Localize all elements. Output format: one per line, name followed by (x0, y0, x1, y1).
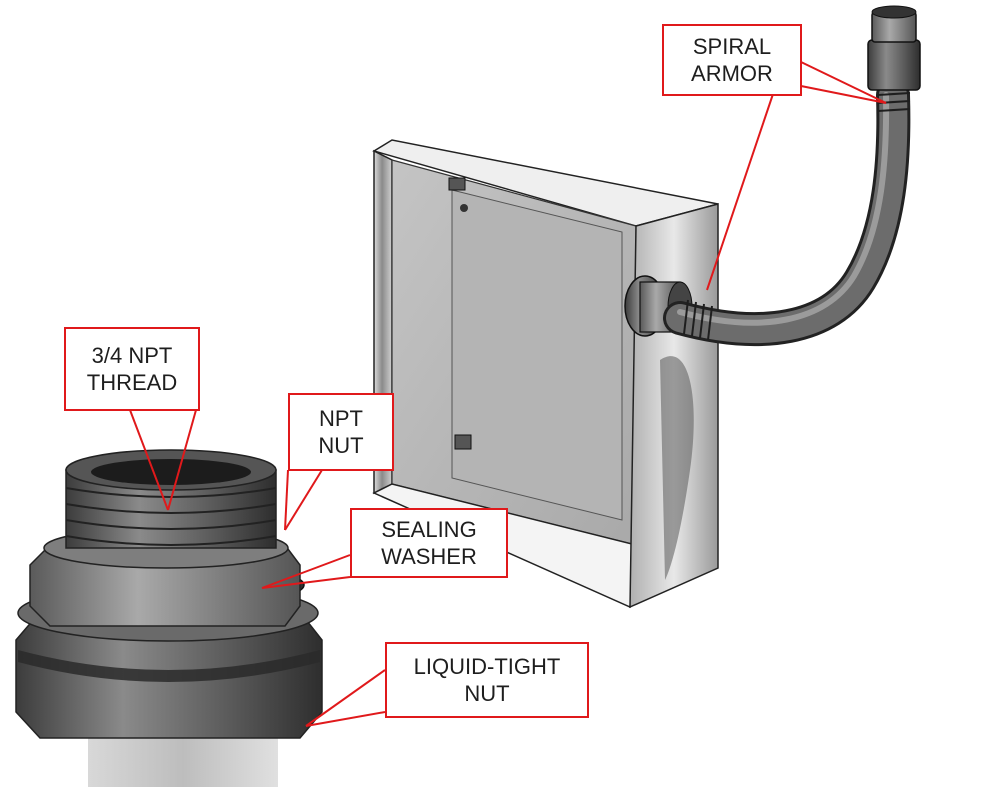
callout-line: LIQUID-TIGHT (413, 654, 561, 679)
callout-line: SEALING (381, 517, 477, 542)
callout-liquid-tight-nut: LIQUID-TIGHT NUT (385, 642, 589, 718)
callout-spiral-armor: SPIRAL ARMOR (662, 24, 802, 96)
standoff-icon (454, 434, 472, 450)
callout-line: NUT (318, 433, 364, 458)
spiral-conduit (663, 5, 921, 347)
callout-line: NUT (464, 681, 510, 706)
callout-line: ARMOR (691, 61, 773, 86)
standoff-icon (448, 177, 468, 212)
callout-npt-thread: 3/4 NPT THREAD (64, 327, 200, 411)
callout-line: SPIRAL (692, 34, 772, 59)
callout-line: 3/4 NPT (91, 343, 173, 368)
callout-line: WASHER (381, 544, 477, 569)
callout-line: NPT (319, 406, 363, 431)
leader-lines (129, 61, 887, 727)
fitting-closeup (15, 449, 323, 787)
callout-line: THREAD (86, 370, 178, 395)
callout-sealing-washer: SEALING WASHER (350, 508, 508, 578)
callout-npt-nut: NPT NUT (288, 393, 394, 471)
